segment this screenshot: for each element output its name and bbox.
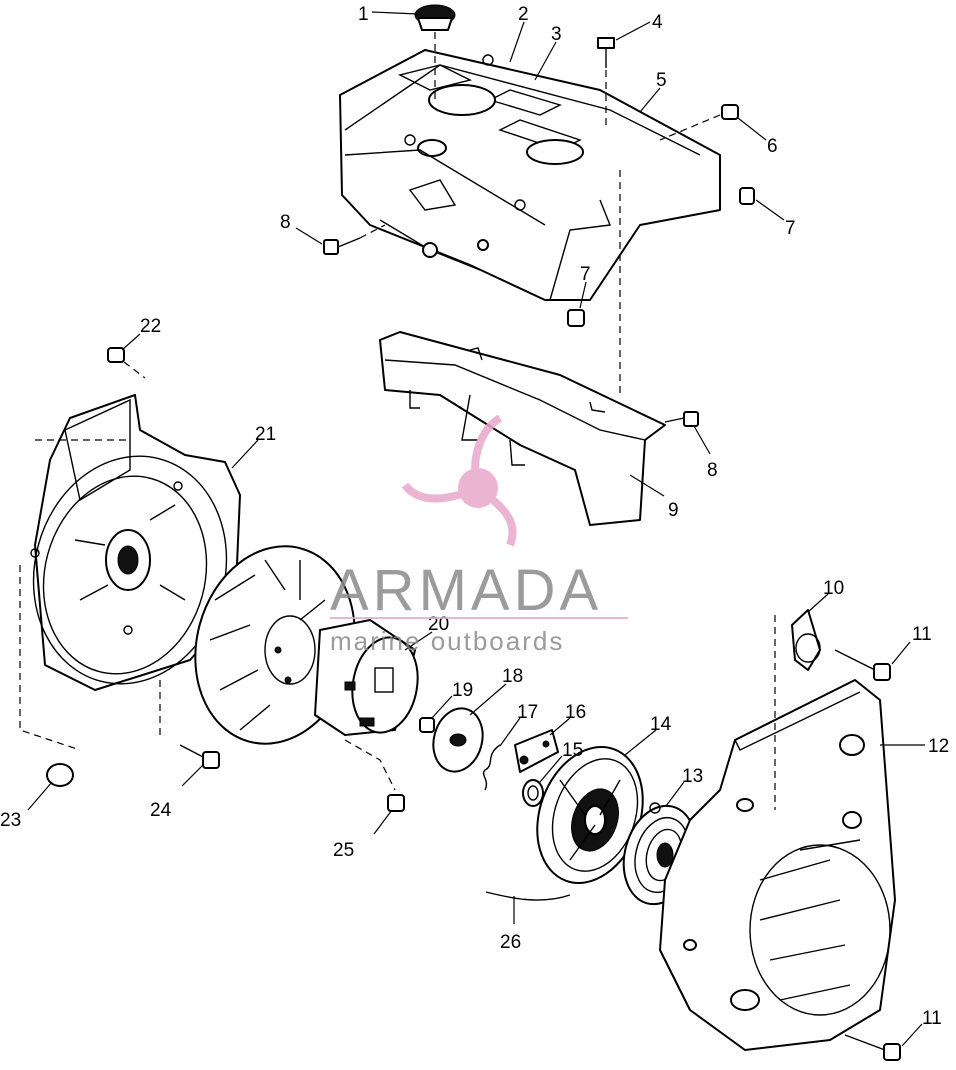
callout-21: 21: [255, 424, 276, 445]
callout-14: 14: [650, 714, 672, 735]
callout-20: 20: [428, 614, 449, 635]
nut-19: [419, 717, 435, 733]
armada-watermark: ARMADA marine outboards: [330, 414, 628, 656]
bolt-11-lower: [844, 1034, 901, 1061]
watermark-brand: ARMADA: [330, 558, 602, 623]
ratchet-plate-18: [432, 707, 484, 773]
air-duct-9: [379, 331, 666, 526]
bushing-15: [522, 779, 544, 807]
bolt-8-upper: [323, 237, 361, 255]
spring-17: [482, 744, 501, 791]
callout-10: 10: [823, 578, 844, 599]
callout-5: 5: [656, 70, 667, 91]
callout-13: 13: [682, 766, 703, 787]
dowel-pin-22: [107, 347, 125, 363]
callout-12: 12: [928, 736, 949, 757]
callout-7b: 7: [580, 264, 591, 285]
callout-15: 15: [562, 740, 583, 761]
callout-11b: 11: [922, 1008, 942, 1029]
bolt-11-upper: [834, 649, 891, 681]
callout-22: 22: [140, 316, 161, 337]
callout-23: 23: [0, 810, 21, 831]
starter-cup-20: [314, 619, 419, 736]
propeller-hub-icon: [458, 468, 498, 508]
callout-2: 2: [518, 4, 529, 25]
engine-top-cover: [339, 49, 721, 301]
callout-18: 18: [502, 666, 523, 687]
bolt-24: [179, 744, 220, 769]
callout-24: 24: [150, 800, 172, 821]
bolt-8-lower: [664, 411, 699, 427]
callout-4: 4: [652, 12, 663, 33]
oil-cap: [414, 4, 456, 31]
callout-16: 16: [565, 702, 586, 723]
grommet-7a: [739, 187, 755, 205]
callout-11a: 11: [912, 624, 932, 645]
callout-19: 19: [452, 680, 473, 701]
callout-25: 25: [333, 840, 354, 861]
callout-26: 26: [500, 932, 521, 953]
callout-6: 6: [767, 136, 778, 157]
rope-pulley-14: [536, 746, 644, 884]
flywheel: [194, 545, 356, 745]
grommet-7b: [567, 309, 585, 327]
pawl-16: [514, 729, 559, 773]
bolt-25: [387, 794, 405, 812]
callout-17: 17: [517, 702, 538, 723]
starter-housing-12: [659, 679, 896, 1051]
callout-8b: 8: [707, 460, 718, 481]
watermark-tagline: marine outboards: [330, 626, 564, 656]
callout-3: 3: [551, 24, 562, 45]
nut-6: [721, 104, 739, 120]
plug-23: [46, 763, 74, 787]
callout-1: 1: [358, 4, 369, 25]
callouts: 1 2 3 4 5 6 7 7 8 8 9 10 11 11 12 13 14: [0, 4, 949, 1047]
bolt-4: [597, 37, 615, 68]
callout-7a: 7: [785, 218, 796, 239]
clamp-10: [791, 609, 821, 671]
callout-9: 9: [668, 500, 679, 521]
callout-8a: 8: [280, 212, 291, 233]
starter-rope-26: [485, 891, 571, 901]
